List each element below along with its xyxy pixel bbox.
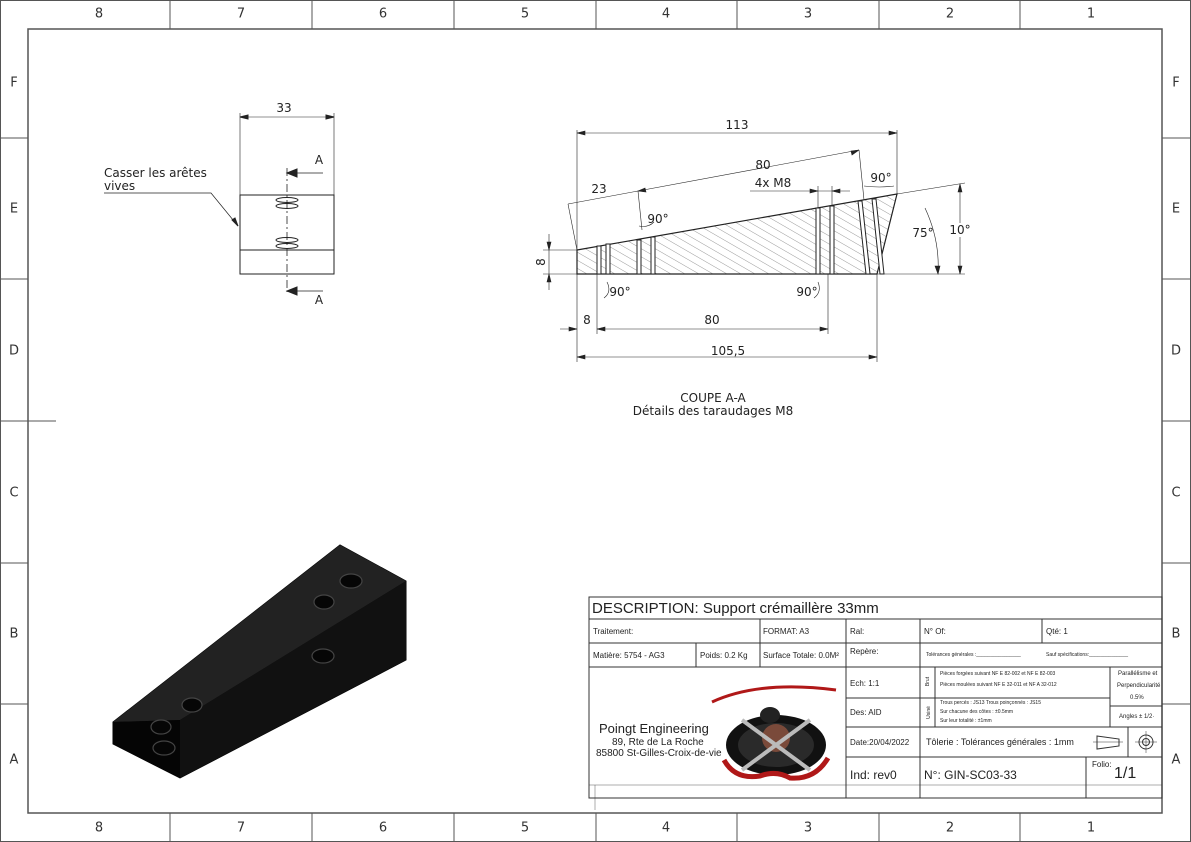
zone-col-top-4: 4 (661, 6, 671, 22)
zone-row-right-c: C (1171, 485, 1181, 501)
section-caption-title: COUPE A-A (680, 391, 746, 405)
zone-col-bottom-5: 5 (520, 820, 530, 836)
zone-col-bottom-6: 6 (378, 820, 388, 836)
tb-indice: Ind: rev0 (850, 768, 897, 782)
tb-company-name: Poingt Engineering (599, 721, 709, 736)
tb-ral: Ral: (850, 627, 865, 636)
angle-75: 75° (912, 226, 934, 240)
section-hatch (576, 193, 898, 275)
tb-company-addr2: 85800 St-Gilles-Croix-de-vie (596, 748, 722, 759)
tb-folio: 1/1 (1114, 765, 1137, 782)
zone-row-left-c: C (9, 485, 19, 501)
zone-row-right-e: E (1171, 201, 1181, 217)
tb-dessinateur: Des: AID (850, 708, 882, 717)
tb-numero: N°: GIN-SC03-33 (924, 768, 1017, 782)
tb-surface: Surface Totale: 0.0M² (763, 651, 839, 660)
section-caption-subtitle: Détails des taraudages M8 (632, 404, 794, 418)
zone-col-top-5: 5 (520, 6, 530, 22)
tb-matiere: Matière: 5754 - AG3 (593, 651, 665, 660)
tb-tol-generales: Tolérances générales :________________ (926, 652, 1021, 658)
title-block (588, 596, 1163, 810)
tb-tolerie: Tôlerie : Tolérances générales : 1mm (926, 737, 1074, 747)
tb-pourcentage: 0.5% (1130, 695, 1144, 701)
zone-col-bottom-4: 4 (661, 820, 671, 836)
zone-row-right-d: D (1170, 343, 1182, 359)
zone-col-bottom-8: 8 (94, 820, 104, 836)
tb-traitement: Traitement: (593, 627, 634, 636)
tb-parallelisme: Parallélisme et (1118, 671, 1158, 677)
section-marker-bottom: A (314, 293, 324, 307)
bottom-dim-80: 80 (704, 313, 720, 327)
zone-row-right-a: A (1171, 752, 1181, 768)
company-logo (711, 685, 837, 781)
angle-top-right: 90° (870, 171, 892, 185)
section-left-dim: 23 (591, 182, 607, 196)
tb-brut-label: Brut (925, 676, 932, 687)
bottom-dim-8: 8 (583, 313, 591, 327)
tb-sauf-spec: Sauf spécifications:______________ (1046, 652, 1129, 658)
tb-company-addr1: 89, Rte de La Roche (612, 737, 704, 748)
zone-col-top-8: 8 (94, 6, 104, 22)
angle-bottom-right: 90° (796, 285, 818, 299)
left-height-dim: 8 (534, 258, 548, 266)
zone-col-top-6: 6 (378, 6, 388, 22)
zone-row-right-b: B (1171, 626, 1181, 642)
edge-break-note-line1: Casser les arêtes (104, 166, 207, 180)
tb-usine-label: Usiné (925, 706, 932, 719)
zone-col-bottom-1: 1 (1086, 820, 1096, 836)
section-slant-dim: 80 (755, 158, 771, 172)
zone-row-left-d: D (8, 343, 20, 359)
zone-col-top-1: 1 (1086, 6, 1096, 22)
isometric-part (112, 544, 407, 779)
tb-poids: Poids: 0.2 Kg (700, 651, 748, 660)
zone-row-left-b: B (9, 626, 19, 642)
zone-row-left-f: F (10, 75, 18, 91)
tb-qte: Qté: 1 (1046, 627, 1068, 636)
tb-folio-label: Folio: (1092, 760, 1112, 769)
tb-date: Date:20/04/2022 (850, 738, 910, 747)
tb-usine-line2: Sur chacune des côtes : ±0.5mm (940, 709, 1014, 715)
zone-col-bottom-2: 2 (945, 820, 955, 836)
tb-description: DESCRIPTION: Support crémaillère 33mm (592, 600, 879, 617)
zone-row-left-e: E (9, 201, 19, 217)
tb-usine-line3: Sur leur totalité : ±1mm (940, 718, 992, 724)
tb-usine-line1: Trous percés : JS13 Trous poinçonnés : J… (940, 700, 1041, 706)
section-view (543, 130, 966, 362)
tb-perpendicularite: Perpendicularité (1117, 683, 1161, 689)
edge-break-note-line2: vives (104, 179, 136, 193)
angle-bottom-left: 90° (609, 285, 631, 299)
tb-brut-line1: Pièces forgées suivant NF E 82-002 et NF… (940, 671, 1056, 677)
zone-col-top-7: 7 (236, 6, 246, 22)
zone-col-bottom-3: 3 (803, 820, 813, 836)
tb-n-of: N° Of: (924, 627, 946, 636)
tb-brut-line2: Pièces moulées suivant NF E 32-011 et NF… (940, 682, 1057, 688)
section-marker-top: A (314, 153, 324, 167)
section-overall-dim: 113 (725, 118, 749, 132)
tb-angles: Angles ± 1/2· (1119, 714, 1155, 720)
top-view (104, 113, 335, 296)
tb-repere: Repère: (850, 647, 879, 656)
tb-format: FORMAT: A3 (763, 627, 810, 636)
zone-col-top-3: 3 (803, 6, 813, 22)
tb-echelle: Ech: 1:1 (850, 679, 880, 688)
zone-col-top-2: 2 (945, 6, 955, 22)
angle-inner: 90° (647, 212, 669, 226)
zone-col-bottom-7: 7 (236, 820, 246, 836)
thread-callout: 4x M8 (754, 176, 792, 190)
zone-row-left-a: A (9, 752, 19, 768)
right-height-dim: 10° (949, 223, 971, 237)
top-view-width-dim: 33 (276, 101, 292, 115)
zone-row-right-f: F (1172, 75, 1180, 91)
bottom-dim-total: 105,5 (710, 344, 746, 358)
